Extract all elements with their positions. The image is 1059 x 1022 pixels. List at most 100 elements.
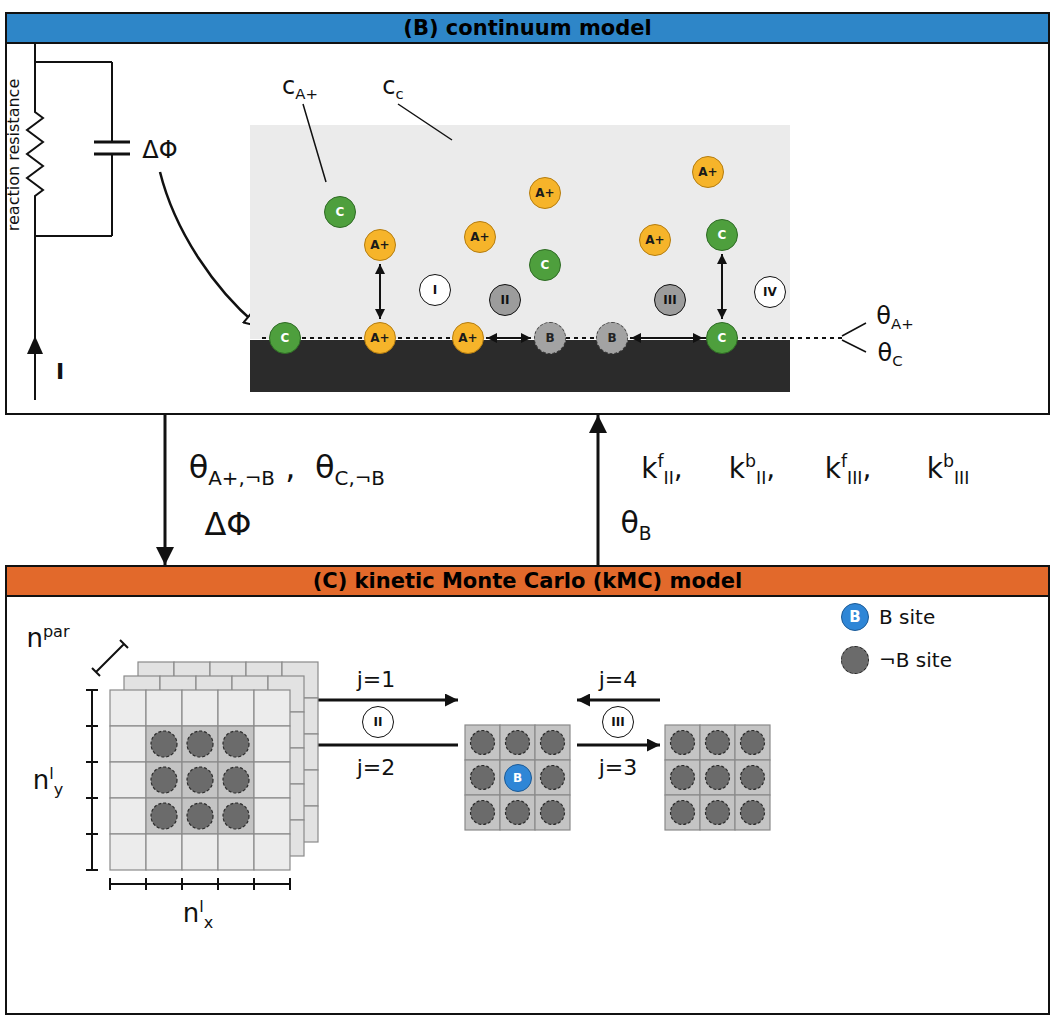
species-circle: A+ bbox=[364, 322, 396, 354]
text-run: III bbox=[954, 468, 969, 488]
species-label: IV bbox=[763, 286, 777, 298]
non-b-site bbox=[223, 767, 249, 793]
lattice-cell bbox=[700, 760, 735, 795]
annotation-label: θB bbox=[620, 506, 651, 544]
lattice-cell bbox=[735, 760, 770, 795]
lattice-cell bbox=[254, 834, 290, 870]
model-panel: (C) kinetic Monte Carlo (kMC) modelIIIII… bbox=[5, 565, 1050, 1015]
annotation-label: cA+ bbox=[282, 73, 318, 103]
lattice-cell bbox=[254, 726, 290, 762]
text-run: j=2 bbox=[357, 755, 396, 780]
lattice-cell bbox=[254, 690, 290, 726]
text-run: B bbox=[639, 523, 652, 544]
lattice-cell bbox=[110, 798, 146, 834]
text-run: θ bbox=[876, 302, 891, 330]
non-b-site bbox=[187, 731, 213, 757]
species-label: A+ bbox=[370, 332, 389, 344]
lattice-cell bbox=[218, 762, 254, 798]
text-run: c bbox=[396, 85, 404, 103]
text-run: C,¬B bbox=[335, 467, 385, 490]
species-label: A+ bbox=[645, 234, 664, 246]
species-circle: IV bbox=[754, 276, 786, 308]
lattice-cell bbox=[110, 726, 146, 762]
text-run: θ bbox=[877, 339, 892, 367]
lattice-cell bbox=[535, 795, 570, 830]
transition-label: j=2 bbox=[357, 756, 396, 780]
non-b-site bbox=[741, 801, 765, 825]
text-run: f bbox=[657, 451, 663, 471]
bracket-tick bbox=[86, 689, 98, 691]
legend-text: ¬B site bbox=[879, 649, 952, 671]
lattice-cell bbox=[110, 834, 146, 870]
species-circle: C bbox=[706, 322, 738, 354]
lattice-cell bbox=[182, 762, 218, 798]
text-run: n bbox=[26, 623, 42, 653]
lattice-cell bbox=[700, 725, 735, 760]
text-run: II bbox=[664, 468, 674, 488]
lattice-cell bbox=[465, 795, 500, 830]
non-b-site bbox=[741, 766, 765, 790]
lattice-cell bbox=[146, 834, 182, 870]
non-b-site bbox=[151, 767, 177, 793]
bracket-tick bbox=[86, 761, 98, 763]
text-run: b bbox=[745, 451, 756, 471]
species-label: C bbox=[718, 332, 727, 344]
bracket-tick bbox=[145, 878, 147, 890]
dimension-bracket bbox=[92, 640, 290, 884]
text-run: III bbox=[847, 468, 862, 488]
species-circle: II bbox=[362, 706, 394, 738]
lattice-cell bbox=[182, 690, 218, 726]
lattice-cell bbox=[735, 725, 770, 760]
text-run: n bbox=[183, 898, 199, 928]
reaction-arrow bbox=[721, 254, 723, 319]
text-run: θ bbox=[620, 505, 638, 540]
text-run: n bbox=[33, 765, 49, 795]
lattice-cell bbox=[500, 795, 535, 830]
lattice-cell bbox=[535, 760, 570, 795]
non-b-site bbox=[671, 731, 695, 755]
capacitor-symbol bbox=[94, 142, 130, 154]
annotation-label: kfII, bbox=[641, 452, 683, 488]
species-circle: A+ bbox=[639, 224, 671, 256]
species-label: A+ bbox=[698, 166, 717, 178]
bracket-tick bbox=[86, 869, 98, 871]
lattice-cell bbox=[218, 798, 254, 834]
text-run: y bbox=[54, 780, 64, 799]
text-run: , bbox=[275, 448, 295, 486]
lattice-grids bbox=[86, 662, 770, 890]
text-run: θ bbox=[315, 448, 335, 486]
non-b-site bbox=[706, 801, 730, 825]
text-run: c bbox=[382, 72, 395, 100]
species-circle: B bbox=[596, 322, 628, 354]
species-label: A+ bbox=[470, 231, 489, 243]
lattice-cell bbox=[700, 795, 735, 830]
species-label: C bbox=[336, 206, 345, 218]
annotation-label: nly bbox=[33, 765, 64, 798]
lattice-cell bbox=[535, 725, 570, 760]
annotation-label: cc bbox=[382, 73, 403, 103]
panel-title: (B) continuum model bbox=[7, 14, 1048, 44]
species-circle: A+ bbox=[529, 177, 561, 209]
annotation-label: θA+,¬B , bbox=[189, 450, 296, 490]
lattice-cell bbox=[665, 725, 700, 760]
annotation-label: ΔΦ bbox=[204, 507, 251, 542]
species-label: C bbox=[718, 229, 727, 241]
species-label: C bbox=[281, 332, 290, 344]
non-b-site bbox=[471, 801, 495, 825]
annotation-label: θC,¬B bbox=[315, 450, 385, 490]
species-circle: II bbox=[489, 284, 521, 316]
swatch-letter: B bbox=[849, 609, 860, 626]
bracket-tick bbox=[217, 878, 219, 890]
species-circle: C bbox=[529, 249, 561, 281]
text-run: reaction resistance bbox=[4, 79, 23, 231]
text-run: k bbox=[641, 452, 657, 485]
annotation-label: θC bbox=[877, 340, 902, 370]
text-run: f bbox=[841, 451, 847, 471]
lattice-cell bbox=[146, 798, 182, 834]
non-b-site bbox=[706, 731, 730, 755]
non-b-site bbox=[187, 803, 213, 829]
legend-text: B site bbox=[879, 606, 935, 628]
text-run: x bbox=[204, 913, 214, 932]
lattice-cell bbox=[465, 760, 500, 795]
annotation-label: ΔΦ bbox=[142, 137, 177, 163]
